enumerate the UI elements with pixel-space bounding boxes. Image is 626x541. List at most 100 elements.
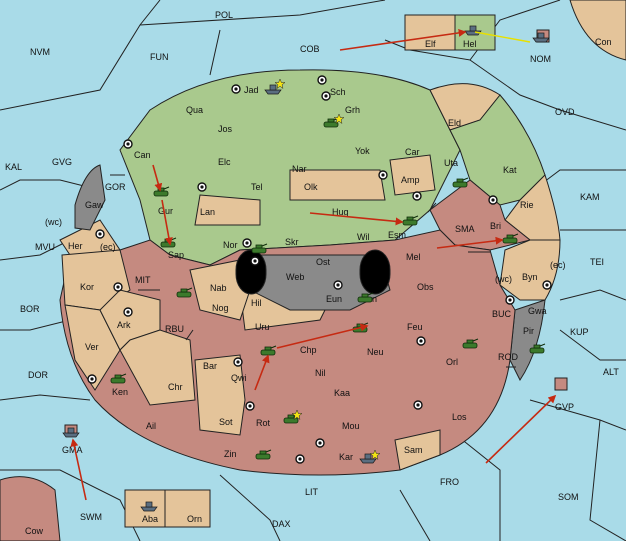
province-label: Jos xyxy=(218,124,233,134)
sea-label: KUP xyxy=(570,327,589,337)
sea-label: SMA xyxy=(455,224,475,234)
province-label: Qua xyxy=(186,105,203,115)
province-label: Rie xyxy=(520,200,534,210)
sea-label: GMA xyxy=(62,445,83,455)
sea-label: GOR xyxy=(105,182,126,192)
province-label: Eld xyxy=(448,118,461,128)
province-label: Gur xyxy=(158,206,173,216)
province-label: Her xyxy=(68,241,83,251)
province-label: Elf xyxy=(425,39,436,49)
province-label: Pir xyxy=(523,326,534,336)
province-label: Amp xyxy=(401,175,420,185)
sea-label: POL xyxy=(215,10,233,20)
arrow-icon xyxy=(185,329,194,341)
sea-label: SWM xyxy=(80,512,102,522)
sea-label: TEI xyxy=(590,257,604,267)
province-label: Ail xyxy=(146,421,156,431)
sea-label: GVP xyxy=(555,402,574,412)
province-label: Byn xyxy=(522,272,538,282)
province-label: Feu xyxy=(407,322,423,332)
arrow-icon xyxy=(427,202,437,213)
sea-label: LIT xyxy=(305,487,319,497)
orders xyxy=(70,28,557,501)
province-label: Orn xyxy=(187,514,202,524)
province-label: Gaw xyxy=(85,200,104,210)
province-label: Mel xyxy=(406,252,421,262)
province-label: Sot xyxy=(219,417,233,427)
province-label: Ken xyxy=(112,387,128,397)
sea-label: (wc) xyxy=(45,217,62,227)
province-label: Chr xyxy=(168,382,183,392)
province-label: Esm xyxy=(388,230,406,240)
sea-label: DAX xyxy=(272,519,291,529)
sea-label: OVD xyxy=(555,107,575,117)
province-label: Sap xyxy=(168,250,184,260)
province-label: Elc xyxy=(218,157,231,167)
province-label: Nog xyxy=(212,303,229,313)
province-label: Nor xyxy=(223,240,238,250)
province-label: Nar xyxy=(292,164,307,174)
province-label: Kor xyxy=(80,282,94,292)
sea-label: BUC xyxy=(492,309,512,319)
sea-label: RBU xyxy=(165,324,184,334)
sea-label: (ec) xyxy=(100,242,116,252)
province-label: Neu xyxy=(367,347,384,357)
province-label: Lan xyxy=(200,207,215,217)
sea-label: NVM xyxy=(30,47,50,57)
sea-label: BOR xyxy=(20,304,40,314)
province-label: Hug xyxy=(332,207,349,217)
province-label: Qwi xyxy=(231,373,247,383)
province-label: Los xyxy=(452,412,467,422)
province-label: Yok xyxy=(355,146,370,156)
province-label: Sam xyxy=(404,445,423,455)
province-label: Chp xyxy=(300,345,317,355)
province-label: Bar xyxy=(203,361,217,371)
province-label: Kaa xyxy=(334,388,350,398)
province-label: Bri xyxy=(490,221,501,231)
sea-label: GVG xyxy=(52,157,72,167)
province-label: Obs xyxy=(417,282,434,292)
province-label: Gwa xyxy=(528,306,547,316)
province-label: Tel xyxy=(251,182,263,192)
province-label: Ost xyxy=(316,257,331,267)
province-label: Grh xyxy=(345,105,360,115)
province-label: Rot xyxy=(256,418,271,428)
sea-label: Con xyxy=(595,37,612,47)
province-label: Kar xyxy=(339,452,353,462)
sea-label: (ec) xyxy=(550,260,566,270)
province-label: Web xyxy=(286,272,304,282)
sea-label: COB xyxy=(300,44,320,54)
province-label: Car xyxy=(405,147,420,157)
province-label: Skr xyxy=(285,237,299,247)
province-label: Ver xyxy=(85,342,99,352)
sea-label: SOM xyxy=(558,492,579,502)
province-label: Wil xyxy=(357,232,370,242)
province-label: Ark xyxy=(117,320,131,330)
province-label: Jad xyxy=(244,85,259,95)
province-label: Cow xyxy=(25,526,44,536)
sea-label: FRO xyxy=(440,477,459,487)
province-label: Can xyxy=(134,150,151,160)
province-label: Zin xyxy=(224,449,237,459)
sea-label: ROD xyxy=(498,352,519,362)
province-label: Mou xyxy=(342,421,360,431)
sea-label: NOM xyxy=(530,54,551,64)
province-label: Nab xyxy=(210,283,227,293)
sea-label: KAM xyxy=(580,192,600,202)
sea-label: (wc) xyxy=(495,274,512,284)
province-label: Eun xyxy=(326,294,342,304)
province-label: Kat xyxy=(503,165,517,175)
province-label: Olk xyxy=(304,182,318,192)
province-label: Orl xyxy=(446,357,458,367)
sea-label: KAL xyxy=(5,162,22,172)
sea-label: DOR xyxy=(28,370,49,380)
province-label: Hil xyxy=(251,298,262,308)
sea-labels: POL NVM FUN COB Con NOM OVD KAL GVG GOR … xyxy=(5,10,619,529)
sea-label: MVU xyxy=(35,242,55,252)
sea-label: MIT xyxy=(135,275,151,285)
sea-label: ALT xyxy=(603,367,619,377)
province-label: Uta xyxy=(444,158,458,168)
